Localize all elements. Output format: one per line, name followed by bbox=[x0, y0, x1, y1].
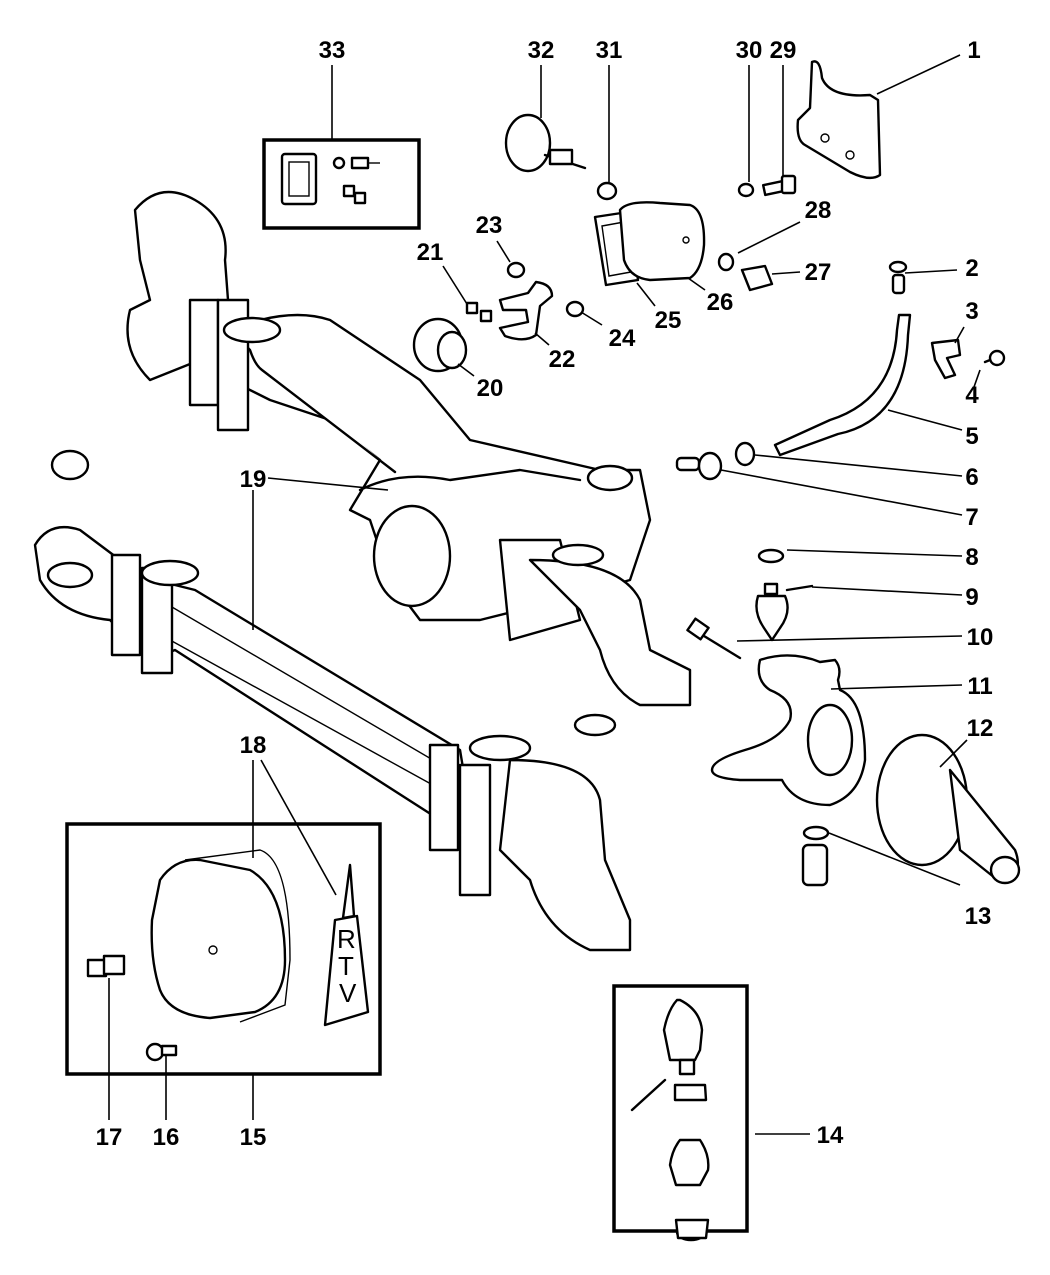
callout-12[interactable]: 12 bbox=[967, 715, 994, 742]
kit-box-33 bbox=[262, 138, 421, 230]
upper-axle-housing bbox=[126, 190, 692, 707]
part-20-collar bbox=[412, 317, 468, 373]
callout-8[interactable]: 8 bbox=[965, 544, 978, 571]
part-17-fill-plug bbox=[86, 954, 126, 978]
part-7-vent-fitting bbox=[675, 451, 723, 481]
callout-6[interactable]: 6 bbox=[965, 464, 978, 491]
callout-3[interactable]: 3 bbox=[965, 298, 978, 325]
part-22-shift-fork bbox=[498, 280, 554, 341]
callout-numbers: 1 2 3 4 5 6 7 8 9 10 11 12 13 14 15 16 1… bbox=[96, 37, 994, 1151]
rtv-letter-t: T bbox=[338, 951, 354, 981]
callout-13[interactable]: 13 bbox=[965, 903, 992, 930]
part-24-nut bbox=[565, 300, 585, 318]
rtv-letter-v: V bbox=[339, 978, 357, 1008]
callout-10[interactable]: 10 bbox=[967, 624, 994, 651]
callout-4[interactable]: 4 bbox=[965, 382, 979, 409]
callout-26[interactable]: 26 bbox=[707, 289, 734, 316]
callout-17[interactable]: 17 bbox=[96, 1124, 123, 1151]
kit-box-15: R T V bbox=[65, 822, 382, 1076]
part-12-spindle bbox=[875, 733, 1021, 885]
callout-2[interactable]: 2 bbox=[965, 255, 978, 282]
callout-31[interactable]: 31 bbox=[596, 37, 623, 64]
part-18-rtv-tube: R T V bbox=[323, 863, 370, 1027]
callout-27[interactable]: 27 bbox=[805, 259, 832, 286]
part-23-nut bbox=[506, 261, 526, 279]
leader-lines bbox=[108, 54, 981, 1135]
callout-30[interactable]: 30 bbox=[736, 37, 763, 64]
part-26-housing bbox=[618, 201, 706, 282]
lower-axle-tube bbox=[33, 449, 632, 952]
callout-20[interactable]: 20 bbox=[477, 375, 504, 402]
part-27-switch bbox=[740, 264, 774, 292]
callout-33[interactable]: 33 bbox=[319, 37, 346, 64]
callout-7[interactable]: 7 bbox=[965, 504, 978, 531]
part-28-washer bbox=[717, 252, 735, 272]
part-3-clip bbox=[930, 338, 962, 380]
part-21-nuts bbox=[465, 301, 493, 323]
part-6-clamp bbox=[734, 441, 756, 467]
part-4-bolt bbox=[983, 349, 1006, 367]
part-30-washer bbox=[737, 182, 755, 198]
callout-28[interactable]: 28 bbox=[805, 197, 832, 224]
part-29-bolt bbox=[761, 174, 797, 197]
callout-19[interactable]: 19 bbox=[240, 466, 267, 493]
kit-box-14 bbox=[612, 984, 749, 1242]
part-10-bolt bbox=[686, 617, 742, 660]
rtv-letter-r: R bbox=[337, 924, 356, 954]
part-2-vent-fitting bbox=[888, 260, 908, 295]
part-16-bolt bbox=[145, 1042, 178, 1062]
part-1-bracket bbox=[796, 60, 882, 180]
part-8-nut bbox=[757, 548, 785, 564]
callout-22[interactable]: 22 bbox=[549, 346, 576, 373]
part-32-vacuum-motor bbox=[504, 113, 587, 173]
callout-23[interactable]: 23 bbox=[476, 212, 503, 239]
callout-25[interactable]: 25 bbox=[655, 307, 682, 334]
callout-18[interactable]: 18 bbox=[240, 732, 267, 759]
callout-11[interactable]: 11 bbox=[967, 673, 992, 700]
callout-16[interactable]: 16 bbox=[153, 1124, 180, 1151]
callout-32[interactable]: 32 bbox=[528, 37, 555, 64]
callout-5[interactable]: 5 bbox=[965, 423, 978, 450]
part-11-steering-knuckle bbox=[710, 654, 867, 807]
callout-15[interactable]: 15 bbox=[240, 1124, 267, 1151]
callout-1[interactable]: 1 bbox=[967, 37, 980, 64]
callout-24[interactable]: 24 bbox=[609, 325, 636, 352]
part-9-ball-joint bbox=[755, 582, 814, 642]
callout-9[interactable]: 9 bbox=[965, 584, 978, 611]
callout-21[interactable]: 21 bbox=[417, 239, 444, 266]
part-31-washer bbox=[596, 181, 618, 201]
callout-14[interactable]: 14 bbox=[817, 1122, 844, 1149]
part-5-vent-hose bbox=[773, 313, 912, 457]
part-13-ball-joint bbox=[801, 825, 830, 887]
callout-29[interactable]: 29 bbox=[770, 37, 797, 64]
